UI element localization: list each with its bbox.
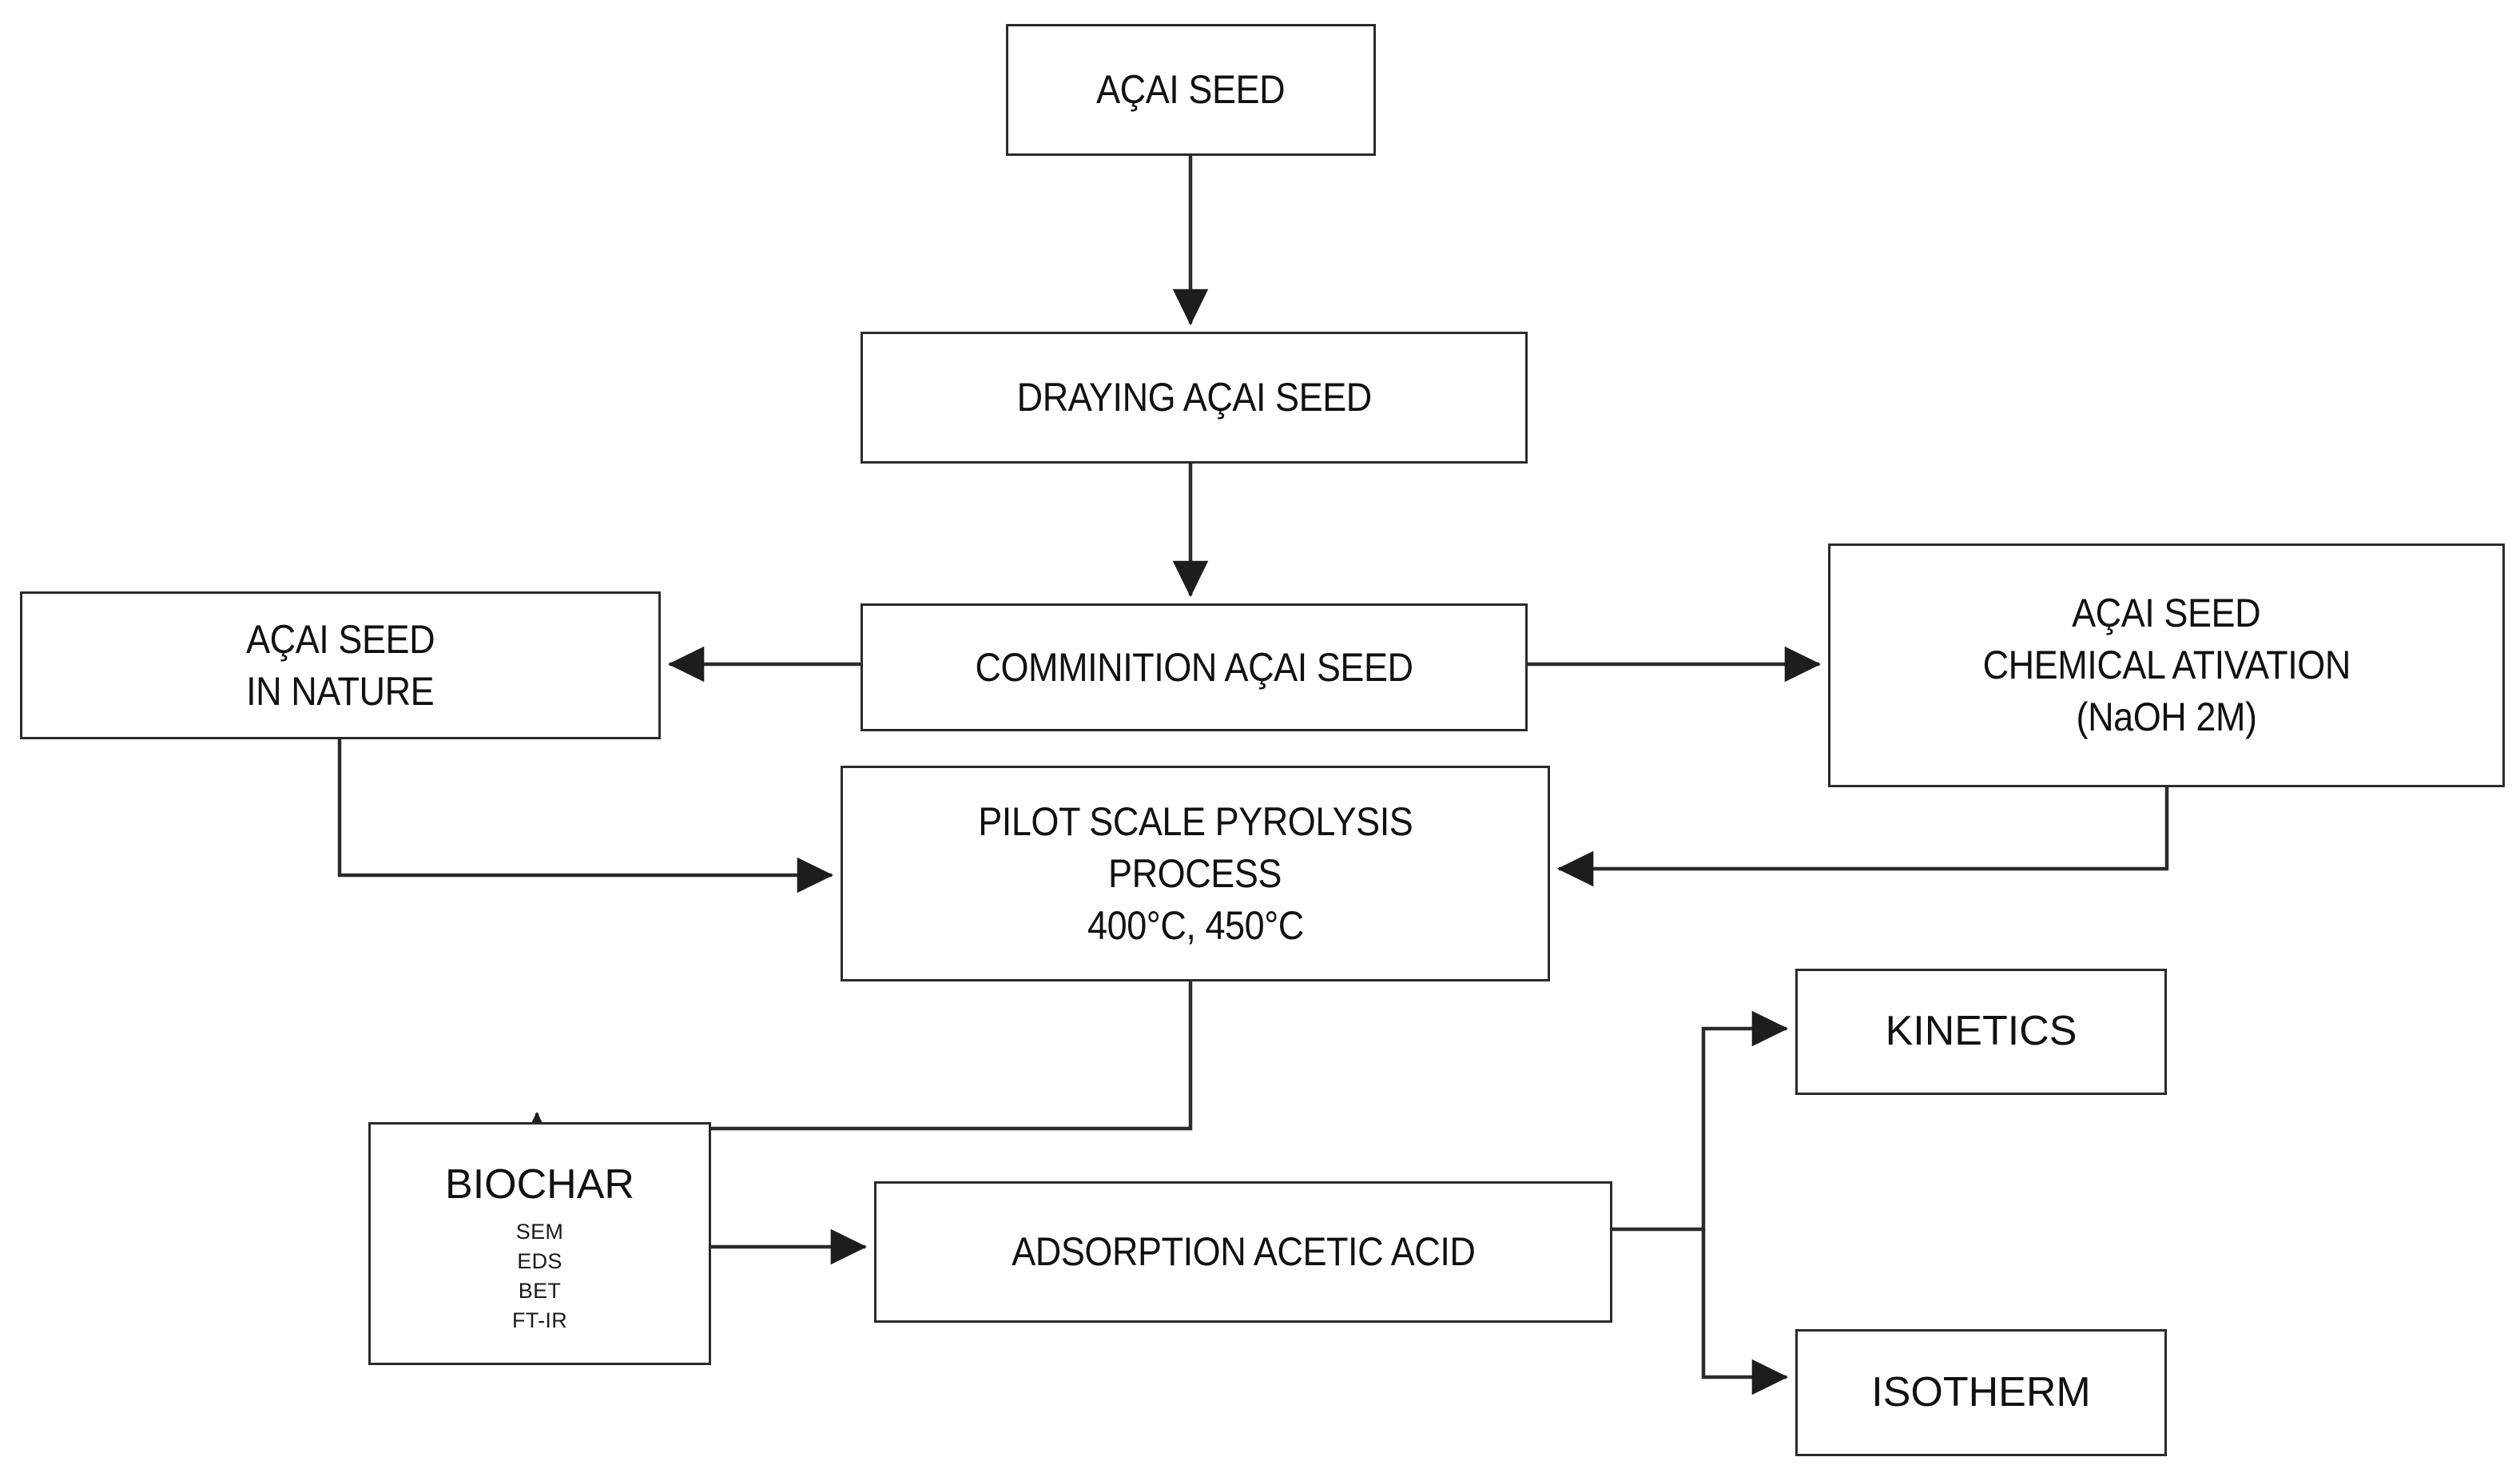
node-acai-seed[interactable]: AÇAI SEED bbox=[1006, 24, 1376, 156]
biochar-analysis-sem: SEM bbox=[515, 1219, 564, 1244]
node-chemical-activation-line-3: (NaOH 2M) bbox=[2076, 695, 2257, 739]
node-acai-seed-line-1: AÇAI SEED bbox=[1096, 67, 1286, 112]
node-comminition-line-1: COMMINITION AÇAI SEED bbox=[975, 644, 1413, 690]
node-isotherm-line-1: ISOTHERM bbox=[1871, 1368, 2091, 1415]
biochar-analysis-bet: BET bbox=[518, 1279, 562, 1304]
node-in-nature-line-2: IN NATURE bbox=[246, 668, 435, 714]
biochar-analysis-list: SEM EDS BET FT-IR bbox=[512, 1217, 567, 1336]
edge-adsorption-to-kinetics bbox=[1612, 1010, 1789, 1232]
node-kinetics-line-1: KINETICS bbox=[1885, 1008, 2077, 1055]
node-adsorption-acetic-acid[interactable]: ADSORPTION ACETIC ACID bbox=[874, 1181, 1612, 1323]
edge-pyrolysis-to-biochar bbox=[519, 981, 1193, 1149]
node-comminition-acai-seed[interactable]: COMMINITION AÇAI SEED bbox=[861, 603, 1528, 731]
node-acai-seed-in-nature[interactable]: AÇAI SEED IN NATURE bbox=[20, 591, 661, 739]
node-pilot-scale-pyrolysis[interactable]: PILOT SCALE PYROLYSIS PROCESS 400°C, 450… bbox=[841, 766, 1550, 981]
node-adsorption-line-1: ADSORPTION ACETIC ACID bbox=[1011, 1229, 1476, 1274]
edge-adsorption-to-isotherm bbox=[1701, 1229, 1789, 1395]
node-biochar[interactable]: BIOCHAR SEM EDS BET FT-IR bbox=[368, 1122, 711, 1365]
biochar-analysis-eds: EDS bbox=[517, 1248, 562, 1273]
node-pyrolysis-line-3: 400°C, 450°C bbox=[1087, 902, 1304, 948]
node-chemical-activation-line-2: CHEMICAL ATIVATION bbox=[1982, 643, 2351, 687]
node-chemical-activation-line-1: AÇAI SEED bbox=[2072, 591, 2261, 635]
node-in-nature-line-1: AÇAI SEED bbox=[245, 616, 435, 662]
edge-chemical-activation-to-pyrolysis bbox=[1556, 787, 2169, 887]
node-pyrolysis-line-2: PROCESS bbox=[1108, 850, 1282, 896]
node-pyrolysis-line-1: PILOT SCALE PYROLYSIS bbox=[977, 798, 1413, 844]
node-biochar-title: BIOCHAR bbox=[445, 1161, 634, 1208]
edge-in-nature-to-pyrolysis bbox=[337, 739, 834, 894]
node-isotherm[interactable]: ISOTHERM bbox=[1795, 1329, 2167, 1456]
node-draying-line-1: DRAYING AÇAI SEED bbox=[1016, 375, 1372, 420]
biochar-analysis-ftir: FT-IR bbox=[512, 1308, 567, 1333]
node-acai-seed-chemical-activation[interactable]: AÇAI SEED CHEMICAL ATIVATION (NaOH 2M) bbox=[1828, 543, 2505, 787]
node-draying-acai-seed[interactable]: DRAYING AÇAI SEED bbox=[861, 332, 1528, 464]
node-kinetics[interactable]: KINETICS bbox=[1795, 969, 2167, 1095]
